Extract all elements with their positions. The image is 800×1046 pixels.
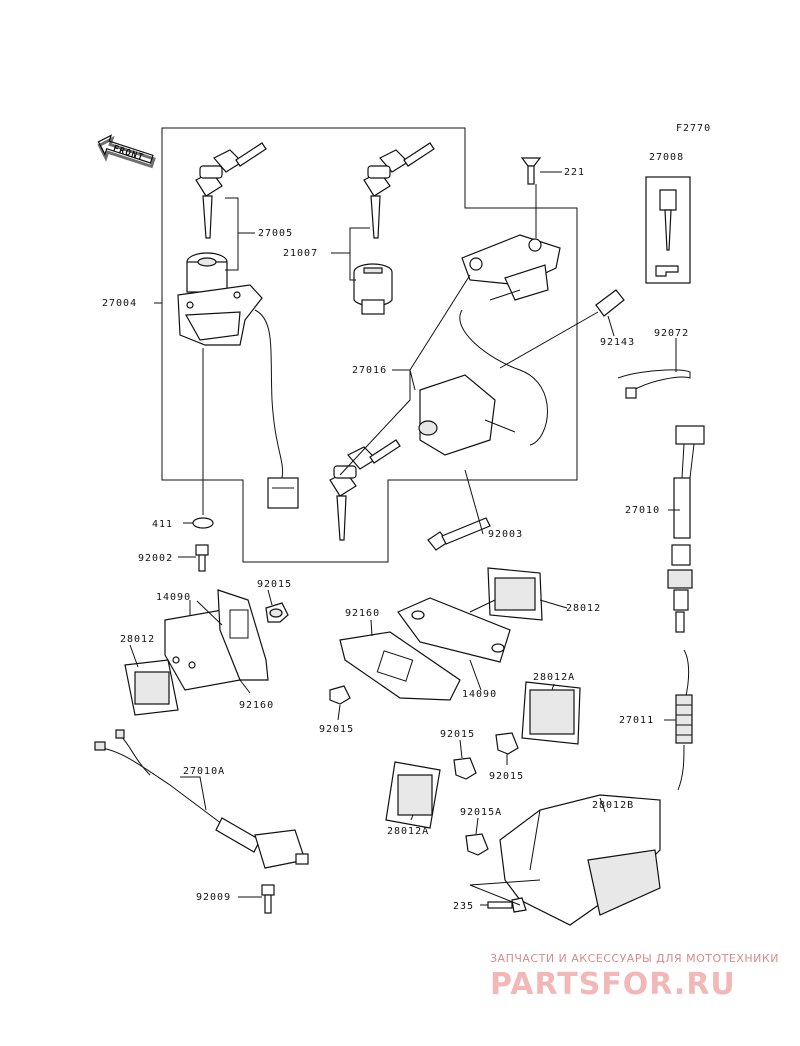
- ignition-switch-icon: [177, 252, 299, 509]
- part-label: 92015: [440, 729, 475, 740]
- screw-221-icon: [520, 157, 542, 185]
- spring-cable-icon: [675, 649, 693, 791]
- part-label: 27010A: [183, 766, 225, 777]
- lock-switch-icon: [329, 309, 548, 541]
- sleeve-92143-icon: [499, 289, 625, 369]
- part-label: 21007: [283, 248, 318, 259]
- part-label: 92003: [488, 529, 523, 540]
- front-arrow-icon: FRONT: [97, 134, 156, 169]
- part-label: 27005: [258, 228, 293, 239]
- key-set-icon: [363, 142, 435, 239]
- nut-92015c-icon: [495, 732, 519, 755]
- plate-28012A-lower-icon: [385, 761, 441, 829]
- part-label: 27016: [352, 365, 387, 376]
- ignition-key-set-icon: [195, 142, 267, 239]
- part-label: 92015: [489, 771, 524, 782]
- part-label: 92015: [319, 724, 354, 735]
- watermark-tagline: ЗАПЧАСТИ И АКСЕССУАРЫ ДЛЯ МОТОТЕХНИКИ: [490, 952, 779, 965]
- part-label: 28012: [120, 634, 155, 645]
- leader-lines: [129, 171, 680, 906]
- case-left-icon: [124, 589, 289, 716]
- bracket-icon: [461, 234, 561, 301]
- part-label: 92009: [196, 892, 231, 903]
- part-label: 92143: [600, 337, 635, 348]
- part-label: 92072: [654, 328, 689, 339]
- part-label: 92015A: [460, 807, 502, 818]
- part-label: 14090: [462, 689, 497, 700]
- diagram-code: F2770: [676, 123, 711, 134]
- part-label: 92002: [138, 553, 173, 564]
- case-right-icon: [329, 567, 543, 705]
- assembly-outline: [161, 127, 578, 563]
- watermark-logo: PARTSFOR.RU: [490, 967, 736, 1002]
- part-label: 235: [453, 901, 474, 912]
- part-label: 28012A: [387, 826, 429, 837]
- part-label: 27004: [102, 298, 137, 309]
- bolt-92002-icon: [195, 544, 209, 572]
- nut-92015d-icon: [453, 757, 477, 780]
- part-label: 28012A: [533, 672, 575, 683]
- cable-tie-icon: [617, 369, 691, 399]
- switch-27010-icon: [667, 425, 705, 633]
- nut-92015A-icon: [465, 833, 489, 856]
- part-labels: 27004 27005 21007 221 27008 92143 92072 …: [102, 152, 689, 912]
- part-label: 92160: [239, 700, 274, 711]
- part-label: 27011: [619, 715, 654, 726]
- housing-28012B-icon: [499, 794, 661, 926]
- part-label: 92160: [345, 608, 380, 619]
- bolt-92009-icon: [261, 884, 275, 914]
- bolt-92003-icon: [427, 517, 491, 551]
- part-label: 14090: [156, 592, 191, 603]
- part-label: 27008: [649, 152, 684, 163]
- lock-cylinder-icon: [353, 263, 393, 315]
- part-label: 27010: [625, 505, 660, 516]
- part-label: 92015: [257, 579, 292, 590]
- part-label: 221: [564, 167, 585, 178]
- key-card-27008-icon: [645, 176, 691, 284]
- plate-28012A-upper-icon: [521, 681, 581, 745]
- switch-27010A-icon: [94, 729, 309, 869]
- washer-411-icon: [192, 517, 214, 529]
- part-label: 28012: [566, 603, 601, 614]
- part-label: 28012B: [592, 800, 634, 811]
- part-label: 411: [152, 519, 173, 530]
